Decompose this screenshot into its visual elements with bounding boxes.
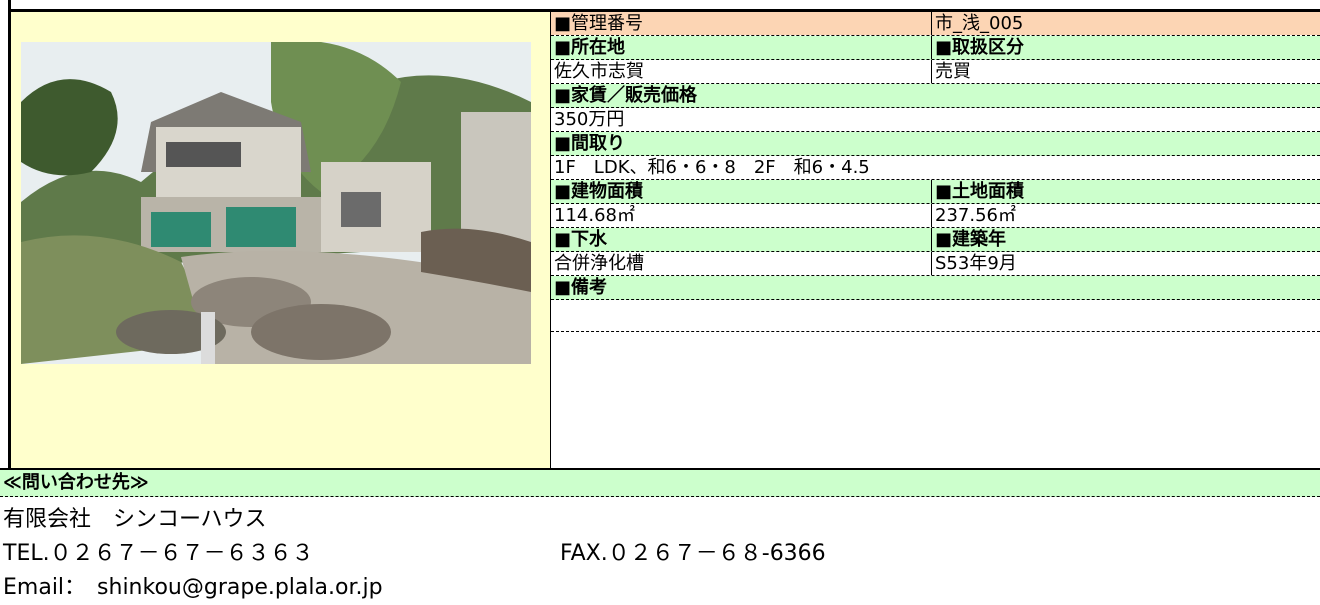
deal-type-value: 売買 bbox=[935, 61, 971, 82]
row-remarks-value bbox=[551, 300, 1320, 332]
row-remarks-header: ■備考 bbox=[551, 276, 1320, 300]
built-year-value: S53年9月 bbox=[935, 253, 1017, 274]
contact-company: 有限会社 シンコーハウス bbox=[0, 505, 1320, 535]
row-price-header: ■家賃／販売価格 bbox=[551, 84, 1320, 108]
price-value: 350万円 bbox=[554, 109, 625, 130]
fax-number: FAX.０２６７－６８-6366 bbox=[560, 541, 826, 566]
email-address: Email： shinkou@grape.plala.or.jp bbox=[3, 575, 383, 600]
price-label: ■家賃／販売価格 bbox=[554, 85, 698, 106]
sewage-label: ■下水 bbox=[551, 228, 932, 251]
deal-type-label: ■取扱区分 bbox=[935, 37, 1025, 58]
layout-label: ■間取り bbox=[554, 133, 626, 154]
photo-panel bbox=[11, 12, 551, 468]
row-area-header: ■建物面積 ■土地面積 bbox=[551, 180, 1320, 204]
row-price-value: 350万円 bbox=[551, 108, 1320, 132]
row-layout-value: 1F LDK、和6・6・8 2F 和6・4.5 bbox=[551, 156, 1320, 180]
tel-number: TEL.０２６７－６７－６３６３ bbox=[3, 541, 314, 566]
row-location-header: ■所在地 ■取扱区分 bbox=[551, 36, 1320, 60]
layout-value: 1F LDK、和6・6・8 2F 和6・4.5 bbox=[554, 157, 870, 178]
row-sewage-header: ■下水 ■建築年 bbox=[551, 228, 1320, 252]
location-value: 佐久市志賀 bbox=[551, 60, 932, 83]
management-number-value: 市_浅_005 bbox=[932, 12, 1320, 35]
land-area-label: ■土地面積 bbox=[935, 181, 1025, 202]
land-area-value: 237.56㎡ bbox=[935, 205, 1016, 226]
contact-title: ≪問い合わせ先≫ bbox=[0, 468, 1320, 497]
sewage-value: 合併浄化槽 bbox=[551, 252, 932, 275]
location-label: ■所在地 bbox=[551, 36, 932, 59]
contact-phone-line: TEL.０２６７－６７－６３６３ FAX.０２６７－６８-6366 bbox=[0, 539, 1320, 569]
property-details-table: ■管理番号 市_浅_005 ■所在地 ■取扱区分 佐久市志賀 売買 ■家賃／販売… bbox=[551, 12, 1320, 332]
row-sewage-value: 合併浄化槽 S53年9月 bbox=[551, 252, 1320, 276]
remarks-label: ■備考 bbox=[554, 277, 608, 298]
management-number-label: ■管理番号 bbox=[551, 12, 932, 35]
top-border bbox=[0, 0, 1320, 12]
contact-email-line: Email： shinkou@grape.plala.or.jp bbox=[0, 573, 1320, 603]
row-layout-header: ■間取り bbox=[551, 132, 1320, 156]
row-area-value: 114.68㎡ 237.56㎡ bbox=[551, 204, 1320, 228]
building-area-label: ■建物面積 bbox=[551, 180, 932, 203]
left-border bbox=[0, 0, 11, 468]
built-year-label: ■建築年 bbox=[935, 229, 1007, 250]
building-area-value: 114.68㎡ bbox=[551, 204, 932, 227]
row-management-number: ■管理番号 市_浅_005 bbox=[551, 12, 1320, 36]
house-photo bbox=[21, 42, 531, 364]
remarks-value bbox=[551, 300, 1320, 323]
company-name: 有限会社 シンコーハウス bbox=[3, 507, 267, 532]
house-photo-illustration bbox=[21, 42, 531, 364]
row-location-value: 佐久市志賀 売買 bbox=[551, 60, 1320, 84]
